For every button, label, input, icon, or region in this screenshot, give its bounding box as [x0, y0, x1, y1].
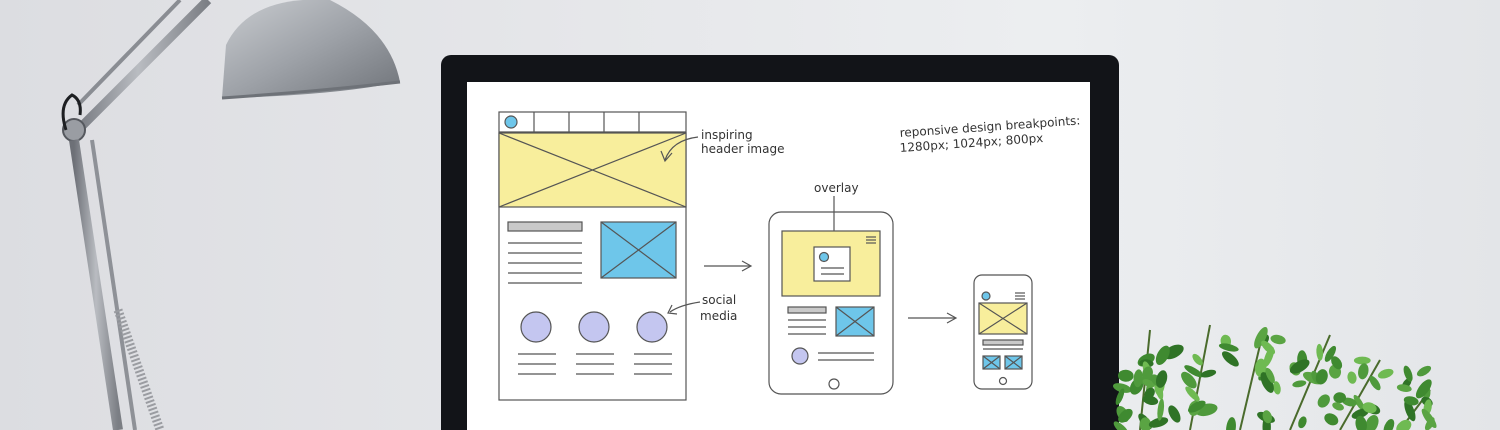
- plant-leaf: [1404, 400, 1416, 422]
- potted-plant: [1112, 324, 1437, 430]
- plant-leaf: [1254, 326, 1268, 349]
- social-circle: [520, 311, 552, 343]
- plant-leaf: [1333, 392, 1346, 404]
- plant-leaf: [1262, 410, 1272, 424]
- plant-leaf: [1270, 334, 1286, 345]
- plant-leaf: [1403, 396, 1419, 406]
- plant-leaf: [1383, 419, 1395, 430]
- plant-leaf: [1358, 363, 1369, 380]
- plant-leaf: [1324, 413, 1339, 426]
- plant-leaf: [1226, 417, 1236, 430]
- logo-dot: [504, 115, 518, 129]
- plant-leaf: [1396, 419, 1412, 430]
- plant-leaf: [1289, 359, 1310, 374]
- plant-leaf: [1142, 395, 1159, 405]
- plant-leaf: [1416, 365, 1432, 377]
- plant-leaf: [1157, 398, 1165, 421]
- flow-arrow: [908, 312, 958, 324]
- plant-leaf: [1273, 381, 1281, 395]
- plant-leaf: [1396, 384, 1412, 392]
- plant-leaf: [1292, 380, 1307, 388]
- plant-leaf: [1353, 356, 1371, 365]
- plant-leaf: [1112, 383, 1132, 393]
- plant-leaf: [1362, 402, 1377, 414]
- plant-leaf: [1263, 346, 1275, 367]
- plant-leaf: [1200, 369, 1217, 378]
- desktop-wireframe: [498, 111, 687, 401]
- overlay-box: [813, 246, 851, 282]
- plant-leaf: [1316, 343, 1324, 361]
- header-image-note: header image: [701, 142, 784, 156]
- social-media-note: media: [700, 309, 737, 323]
- plant-leaf: [1133, 369, 1143, 388]
- plant-leaf: [1315, 369, 1328, 385]
- plant-leaf: [1298, 416, 1307, 429]
- plant-leaf: [1260, 372, 1274, 393]
- phone-wireframe: [973, 274, 1033, 390]
- plant-leaf: [1155, 345, 1170, 365]
- plant-leaf: [1341, 397, 1357, 407]
- plant-leaf: [1365, 415, 1379, 430]
- plant-leaf: [1187, 400, 1206, 413]
- social-circle: [578, 311, 610, 343]
- plant-leaf: [1184, 365, 1204, 378]
- social-media-note: social: [702, 293, 736, 307]
- plant-leaf: [1403, 365, 1413, 382]
- plant-leaf: [1118, 369, 1134, 382]
- plant-leaf: [1185, 386, 1200, 402]
- plant-leaf: [1424, 417, 1435, 430]
- tablet-wireframe: [768, 211, 894, 395]
- desk-lamp: [61, 0, 401, 430]
- plant-leaf: [1265, 367, 1275, 384]
- plant-leaf: [1332, 402, 1344, 411]
- plant-leaf: [1369, 375, 1381, 391]
- header-image-note: inspiring: [701, 128, 753, 142]
- plant-leaf: [1118, 408, 1133, 423]
- plant-leaf: [1351, 408, 1369, 419]
- plant-stem: [1289, 334, 1331, 430]
- plant-leaf: [1324, 345, 1337, 362]
- plant-leaf: [1113, 421, 1129, 430]
- plant-leaf: [1415, 379, 1432, 399]
- plant-leaf: [1355, 415, 1367, 430]
- overlay-note: overlay: [814, 181, 859, 195]
- lamp-joint: [62, 118, 86, 142]
- plant-leaf: [1155, 370, 1168, 388]
- plant-leaf: [1347, 371, 1357, 384]
- pointer-arrow: [669, 301, 701, 313]
- plant-leaf: [1192, 353, 1203, 366]
- plant-leaf: [1148, 417, 1169, 428]
- plant-leaf: [1115, 388, 1125, 405]
- pointer-arrow: [664, 136, 699, 161]
- plant-leaf: [1222, 351, 1239, 367]
- plant-leaf: [1317, 394, 1330, 408]
- plant-leaf: [1218, 343, 1239, 352]
- plant-stem: [1239, 344, 1261, 430]
- plant-leaf: [1331, 356, 1343, 370]
- flow-arrow: [704, 260, 753, 272]
- plant-leaf: [1139, 417, 1152, 430]
- plant-leaf: [1181, 371, 1197, 389]
- wireframe-sketch: [498, 111, 1033, 401]
- social-circle: [636, 311, 668, 343]
- plant-leaf: [1353, 394, 1365, 411]
- plant-leaf: [1168, 405, 1181, 423]
- lamp-shade: [222, 0, 400, 98]
- plant-stem: [1339, 359, 1381, 430]
- plant-leaf: [1377, 368, 1394, 379]
